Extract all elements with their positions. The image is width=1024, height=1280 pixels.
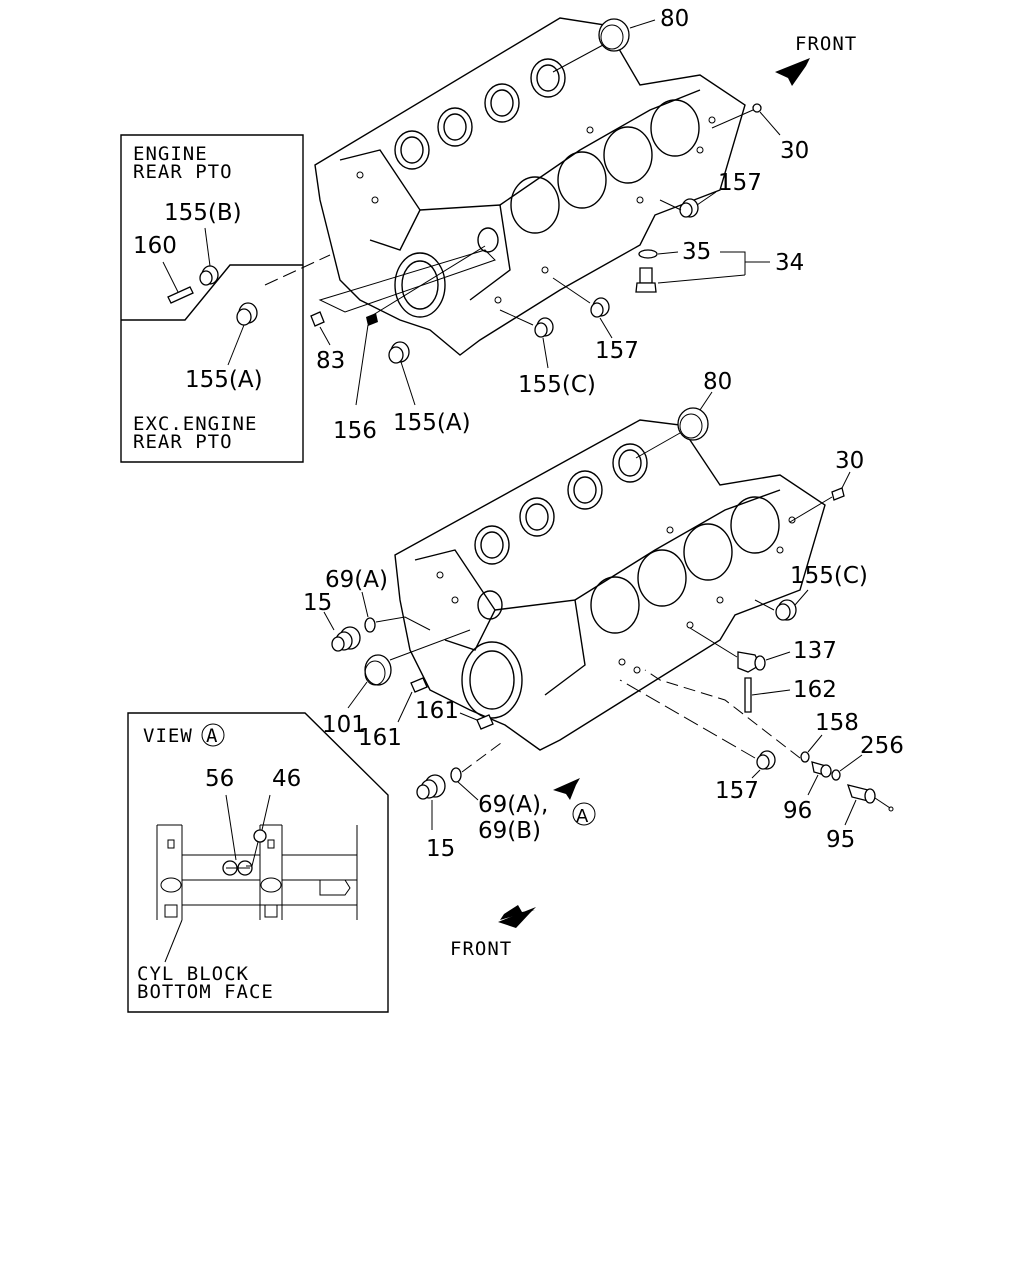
label-137: 137 <box>793 638 837 664</box>
label-15-upper: 15 <box>303 590 332 616</box>
front-label-upper: FRONT <box>795 33 857 55</box>
plug-157-upper-icon <box>659 191 717 218</box>
front-label-lower: FRONT <box>450 938 512 960</box>
label-161-b: 161 <box>415 698 459 724</box>
plug-155b-icon <box>199 227 219 286</box>
view-title: VIEW <box>143 725 193 747</box>
label-162: 162 <box>793 677 837 703</box>
oring-69a-icon <box>361 591 431 633</box>
label-155b: 155(B) <box>164 200 242 226</box>
label-158: 158 <box>815 710 859 736</box>
lower-bank-bores <box>474 443 648 565</box>
label-46: 46 <box>272 766 301 792</box>
front-arrow-upper-icon <box>775 58 810 86</box>
plug-156-icon <box>355 245 486 406</box>
tube-162-icon <box>744 677 791 713</box>
stud-30-lower-icon <box>789 471 851 523</box>
view-caption-line1: CYL BLOCK <box>137 963 249 985</box>
inset-exc-line2: REAR PTO <box>133 431 233 453</box>
view-title-circle-letter: A <box>206 725 218 747</box>
lower-cylinder-block: 80 30 155(C) 69(A) 15 <box>303 369 904 960</box>
plug-155a-upper-icon <box>388 341 416 406</box>
label-83: 83 <box>316 348 345 374</box>
plug-155a-inset-icon <box>227 302 258 366</box>
nozzle-46-icon <box>246 794 271 867</box>
label-34: 34 <box>775 250 804 276</box>
label-15-lower: 15 <box>426 836 455 862</box>
plug-157-lower-icon <box>619 679 776 779</box>
label-101: 101 <box>322 712 366 738</box>
label-155a-upper: 155(A) <box>393 410 471 436</box>
plug-157-mid-icon <box>552 277 613 339</box>
label-96: 96 <box>783 798 812 824</box>
view-caption-line2: BOTTOM FACE <box>137 981 274 1003</box>
bottom-face-detail <box>156 794 358 963</box>
inset-view-a: VIEW A 56 46 <box>127 712 389 1013</box>
label-157-mid: 157 <box>595 338 639 364</box>
pin-160-icon <box>162 261 194 304</box>
sensor-137-icon <box>689 627 791 673</box>
lower-deck-cylinders <box>590 496 780 634</box>
label-161-a: 161 <box>358 725 402 751</box>
inset-title-line2: REAR PTO <box>133 161 233 183</box>
label-56: 56 <box>205 766 234 792</box>
label-155a-inset: 155(A) <box>185 367 263 393</box>
dowel-161-b-icon <box>459 712 494 730</box>
seal-101-icon <box>347 629 471 709</box>
label-155c-lower: 155(C) <box>790 563 868 589</box>
inset-exc-line1: EXC.ENGINE <box>133 413 257 435</box>
label-160: 160 <box>133 233 177 259</box>
oring-35-icon <box>638 249 679 259</box>
lower-bolt-holes <box>436 516 796 674</box>
oring-158-icon <box>644 669 823 763</box>
adapter-96-icon <box>807 761 832 796</box>
view-a-marker-letter: A <box>576 806 589 827</box>
dowel-83-icon <box>310 311 331 346</box>
front-arrow-lower-icon <box>500 905 535 920</box>
label-256: 256 <box>860 733 904 759</box>
label-80-lower: 80 <box>703 369 732 395</box>
bolt-34-icon <box>635 267 746 293</box>
label-69a: 69(A) <box>325 567 388 593</box>
label-155c-upper: 155(C) <box>518 372 596 398</box>
sender-95-icon <box>844 784 894 826</box>
oring-256-icon <box>831 754 863 781</box>
label-95: 95 <box>826 827 855 853</box>
plug-15-lower-icon <box>416 774 446 830</box>
label-35: 35 <box>682 239 711 265</box>
upper-bank-bores <box>394 58 566 170</box>
label-69ab-line1: 69(A), <box>478 792 548 818</box>
oring-69ab-icon <box>450 739 506 801</box>
label-157-upper: 157 <box>718 170 762 196</box>
inset-rear-pto: ENGINE REAR PTO 155(B) 160 155(A) EXC.EN… <box>120 134 331 463</box>
upper-cylinder-block: 80 FRONT 30 157 35 34 <box>310 6 857 444</box>
bracket-56-icon <box>222 794 253 876</box>
inset-title-line1: ENGINE <box>133 143 208 165</box>
core-plug-80-upper-icon <box>552 18 656 73</box>
stud-30-upper-icon <box>711 103 781 136</box>
upper-bolt-holes <box>356 116 716 304</box>
label-30-lower: 30 <box>835 448 864 474</box>
label-157-lower: 157 <box>715 778 759 804</box>
label-69ab-line2: 69(B) <box>478 818 541 844</box>
plug-155c-upper-icon <box>499 309 554 369</box>
upper-deck-cylinders <box>510 99 700 234</box>
view-a-arrow-icon <box>553 778 580 800</box>
label-80-upper: 80 <box>660 6 689 32</box>
plug-155c-lower-icon <box>754 589 809 621</box>
label-156: 156 <box>333 418 377 444</box>
dowel-161-a-icon <box>397 677 428 723</box>
plug-15-upper-icon <box>323 611 361 652</box>
label-30-upper: 30 <box>780 138 809 164</box>
core-plug-80-lower-icon <box>635 391 713 459</box>
